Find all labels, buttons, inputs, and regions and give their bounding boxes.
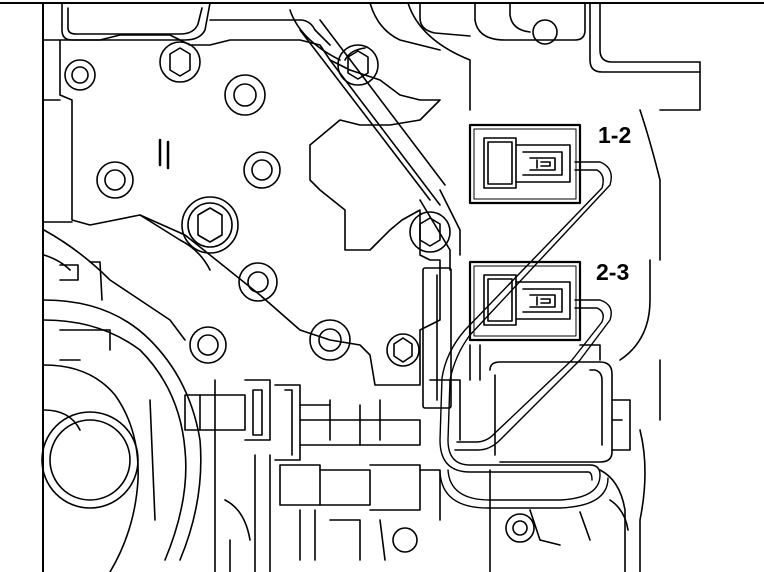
bolt-heads bbox=[159, 41, 451, 367]
valve-plate bbox=[43, 34, 441, 386]
solenoid-label-2-3: 2-3 bbox=[596, 259, 629, 285]
shift-linkage bbox=[299, 19, 461, 409]
solenoid-1-2 bbox=[468, 123, 582, 205]
casting-outline bbox=[61, 2, 701, 572]
pump-housing bbox=[41, 229, 251, 572]
valve-bores bbox=[184, 379, 461, 572]
solenoid-2-3 bbox=[468, 260, 582, 342]
bore-holes bbox=[64, 59, 535, 553]
connector-block bbox=[469, 344, 631, 572]
wiring-harness bbox=[439, 161, 612, 509]
solenoid-label-1-2: 1-2 bbox=[598, 122, 631, 148]
